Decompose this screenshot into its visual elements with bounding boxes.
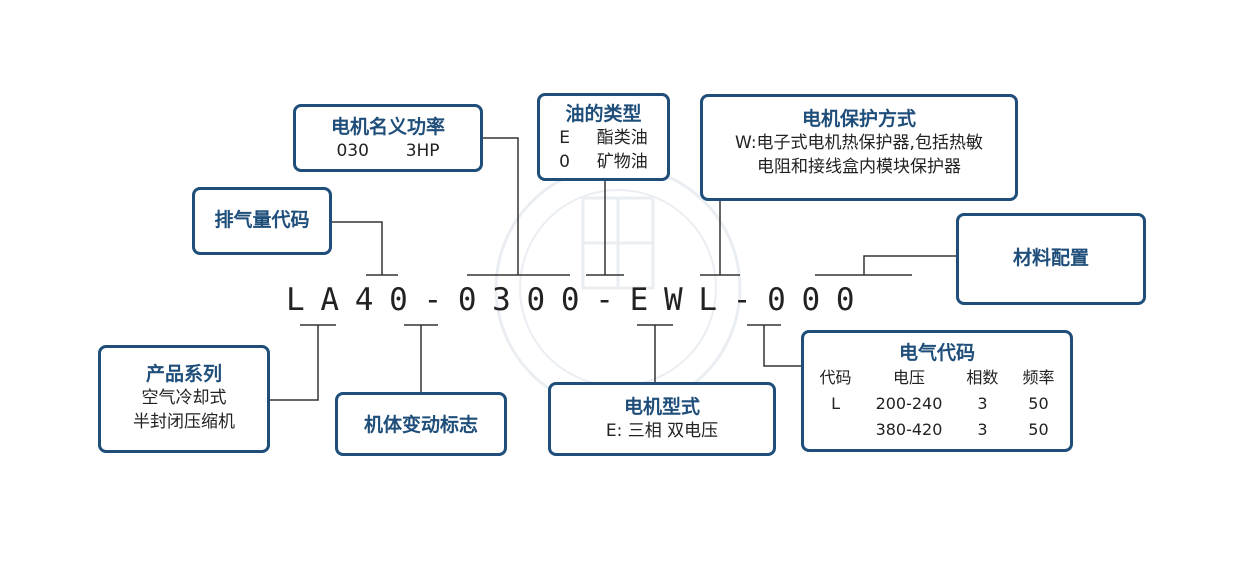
cell-voltage: 200-240 xyxy=(875,394,943,413)
cell-code: L xyxy=(831,394,841,413)
cell-phase: 3 xyxy=(977,394,988,413)
material-box: 材料配置 xyxy=(956,213,1146,305)
electrical-code-title: 电气代码 xyxy=(898,342,975,364)
product-series-box: 产品系列 空气冷却式 半封闭压缩机 xyxy=(98,345,270,453)
table-row: L 200-240 3 50 xyxy=(808,391,1067,417)
oil-type-code-1: 0 xyxy=(559,152,570,172)
electrical-code-table: 代码 电压 相数 频率 L 200-240 3 50 380-420 3 50 xyxy=(808,365,1067,443)
motor-type-title: 电机型式 xyxy=(623,396,700,418)
motor-protection-title: 电机保护方式 xyxy=(801,108,916,130)
header-frequency: 频率 xyxy=(1022,368,1055,387)
nominal-power-box: 电机名义功率 030 3HP xyxy=(293,104,483,172)
cell-code xyxy=(808,417,864,443)
header-voltage: 电压 xyxy=(892,368,925,387)
header-phase: 相数 xyxy=(966,368,999,387)
oil-type-box: 油的类型 E 酯类油 0 矿物油 xyxy=(537,93,670,181)
product-series-title: 产品系列 xyxy=(145,363,222,385)
motor-protection-line2: 电阻和接线盒内模块保护器 xyxy=(757,157,961,177)
motor-protection-line1: W:电子式电机热保护器,包括热敏 xyxy=(735,133,983,153)
body-variant-title: 机体变动标志 xyxy=(363,414,478,436)
oil-type-code-0: E xyxy=(559,128,570,148)
table-header-row: 代码 电压 相数 频率 xyxy=(808,365,1067,391)
displacement-title: 排气量代码 xyxy=(214,209,310,231)
oil-type-label-0: 酯类油 xyxy=(596,128,648,148)
nominal-power-title: 电机名义功率 xyxy=(330,116,445,138)
body-variant-box: 机体变动标志 xyxy=(335,392,507,456)
material-title: 材料配置 xyxy=(1012,247,1089,269)
motor-type-line1: E: 三相 双电压 xyxy=(605,421,719,441)
nominal-power-code: 030 xyxy=(336,141,369,161)
model-code: LA40-0300-EWL-000 xyxy=(286,282,871,318)
motor-protection-box: 电机保护方式 W:电子式电机热保护器,包括热敏 电阻和接线盒内模块保护器 xyxy=(700,94,1018,201)
oil-type-title: 油的类型 xyxy=(565,103,642,125)
cell-frequency: 50 xyxy=(1028,394,1049,413)
oil-type-label-1: 矿物油 xyxy=(596,152,648,172)
motor-type-box: 电机型式 E: 三相 双电压 xyxy=(548,382,776,456)
product-series-line1: 空气冷却式 xyxy=(141,388,227,408)
nominal-power-value: 3HP xyxy=(405,141,440,161)
header-code: 代码 xyxy=(819,368,852,387)
displacement-box: 排气量代码 xyxy=(192,187,332,255)
cell-phase: 3 xyxy=(977,420,988,439)
cell-voltage: 380-420 xyxy=(875,420,943,439)
product-series-line2: 半封闭压缩机 xyxy=(133,412,235,432)
table-row: 380-420 3 50 xyxy=(808,417,1067,443)
cell-frequency: 50 xyxy=(1028,420,1049,439)
electrical-code-box: 电气代码 代码 电压 相数 频率 L 200-240 3 50 380-420 … xyxy=(801,330,1073,452)
